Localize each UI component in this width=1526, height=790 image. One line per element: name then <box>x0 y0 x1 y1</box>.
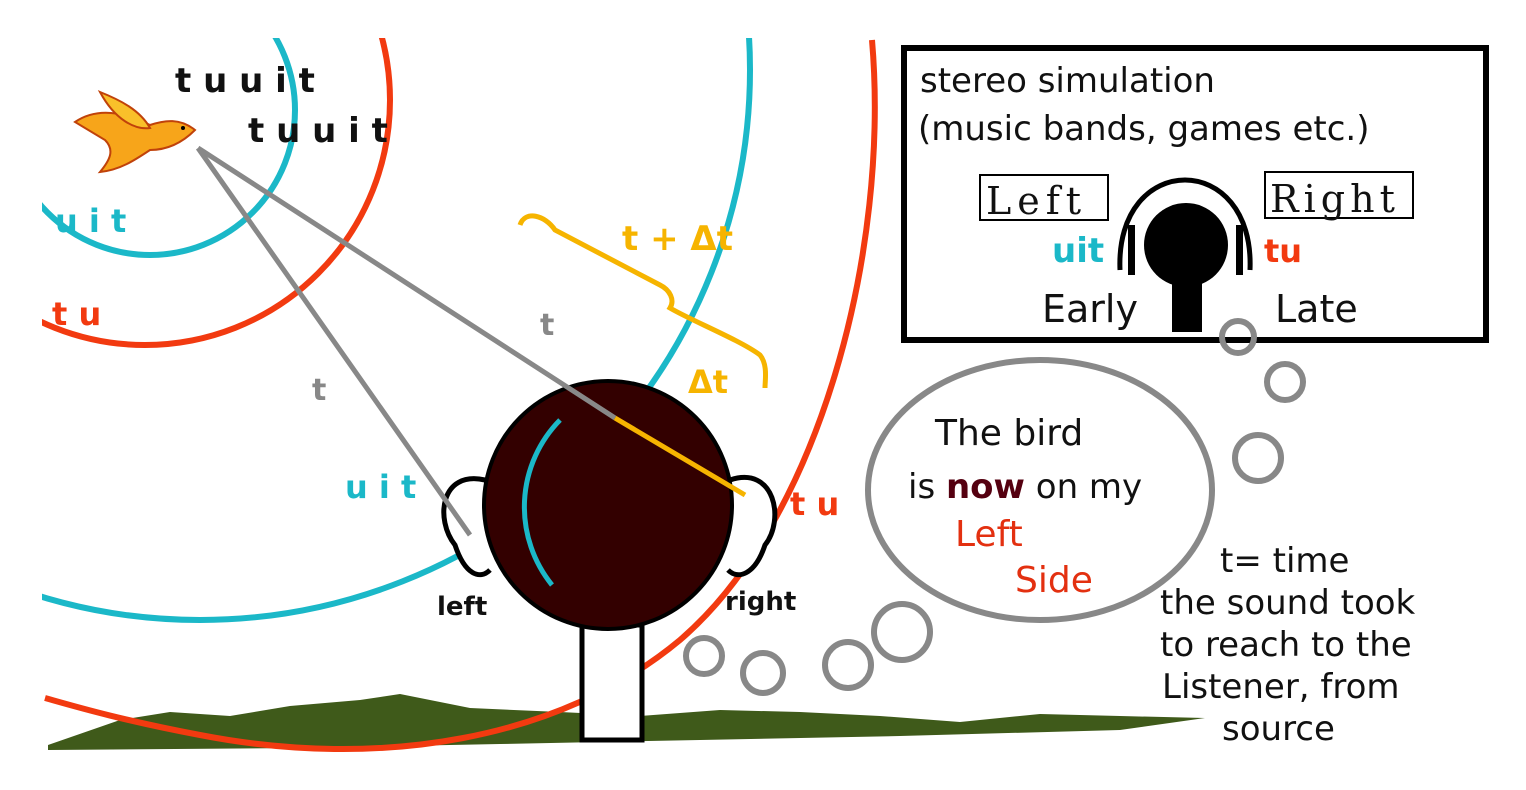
extra-delay-path <box>613 415 747 498</box>
red-wave-label: t u <box>52 295 101 333</box>
right-ear-label: right <box>725 587 796 617</box>
left-ear-sound: u i t <box>345 468 416 506</box>
legend-line1: t= time <box>1220 541 1349 581</box>
delta-label: Δt <box>688 363 728 401</box>
listener-head <box>482 379 734 631</box>
thought-line3: Left <box>955 514 1023 555</box>
stereo-left-label: Left <box>986 179 1087 223</box>
thought-now: now <box>946 467 1025 507</box>
path-to-left-ear <box>195 146 473 537</box>
right-ear <box>726 475 778 578</box>
time-legend: t= time the sound took to reach to the L… <box>1160 541 1416 749</box>
red-wave-small <box>0 0 393 348</box>
thought-line2: is now on my <box>908 467 1142 507</box>
path-to-right-ear <box>196 145 617 421</box>
right-ear-sound: t u <box>790 485 839 523</box>
thought-bubble <box>683 318 1306 696</box>
thought-line4: Side <box>1015 560 1093 601</box>
late-label: Late <box>1275 287 1358 331</box>
time-label-upper: t <box>540 308 554 343</box>
delay-brace <box>517 213 769 389</box>
neck <box>579 622 645 743</box>
left-ear-label: left <box>437 592 487 622</box>
bird-icon <box>73 90 197 174</box>
early-label: Early <box>1042 287 1138 331</box>
stereo-simulation-box: stereo simulation (music bands, games et… <box>901 45 1489 343</box>
stereo-left-sound: uit <box>1052 231 1104 271</box>
delay-label: t + Δt <box>622 219 733 259</box>
legend-line2: the sound took <box>1160 583 1416 623</box>
stereo-right-sound: tu <box>1264 232 1302 270</box>
legend-line5: source <box>1222 709 1335 749</box>
legend-line4: Listener, from <box>1162 667 1400 707</box>
headphones-icon <box>1117 177 1253 271</box>
stereo-right-label: Right <box>1270 177 1400 221</box>
cyan-wave-label: u i t <box>55 202 126 240</box>
cyan-wave-large <box>0 0 753 623</box>
bird-sound-line2: t u u i t <box>248 111 388 151</box>
time-label-lower: t <box>312 373 326 408</box>
legend-line3: to reach to the <box>1160 625 1412 665</box>
stereo-title-1: stereo simulation <box>920 61 1215 101</box>
stereo-title-2: (music bands, games etc.) <box>918 109 1369 149</box>
bird-sound-line1: t u u i t <box>175 61 315 101</box>
listener-head-icon <box>1144 203 1228 287</box>
thought-line1: The bird <box>934 413 1083 454</box>
